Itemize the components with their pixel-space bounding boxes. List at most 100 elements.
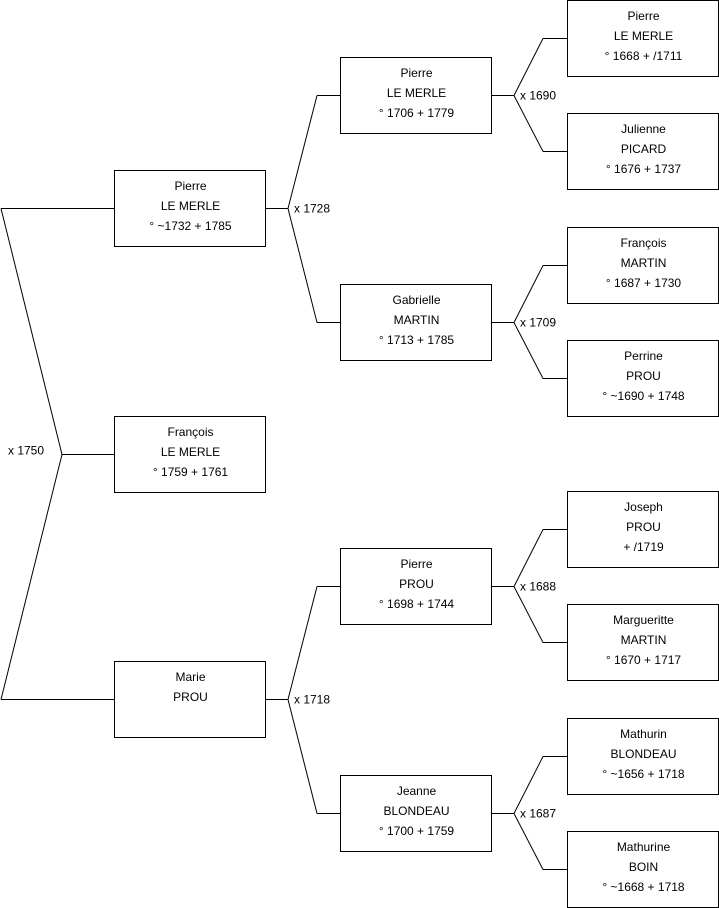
person-box-child: François LE MERLE ° 1759 + 1761 (114, 416, 266, 493)
person-box-frame (567, 718, 719, 795)
person-first-name: Joseph (624, 500, 663, 514)
person-first-name: Pierre (400, 557, 432, 571)
person-first-name: Julienne (621, 122, 666, 136)
person-boxes: Pierre LE MERLE ° 1668 + /1711JuliennePICA… (114, 0, 719, 908)
marriage-label: x 1728 (294, 202, 330, 216)
person-first-name: Mathurin (620, 727, 667, 741)
connector-lower-diagonal (513, 586, 544, 643)
person-dates: ° 1759 + 1761 (153, 465, 229, 479)
person-last-name: PROU (626, 520, 661, 534)
connector-root (0, 208, 114, 700)
person-box-frame (567, 113, 719, 190)
person-dates: ° 1713 + 1785 (379, 333, 455, 347)
connector-1 (491, 38, 567, 152)
person-last-name: BOIN (629, 860, 658, 874)
person-last-name: LE MERLE (161, 199, 220, 213)
person-box-frame (340, 775, 492, 852)
person-first-name: Mathurine (617, 840, 671, 854)
person-box-p1: Pierre LE MERLE ° 1668 + /1711 (567, 0, 719, 77)
person-first-name: Pierre (627, 9, 659, 23)
connector-2 (491, 265, 567, 379)
connector-lower-diagonal (287, 208, 318, 323)
connector-upper-diagonal (513, 38, 544, 96)
marriage-label: x 1690 (520, 89, 556, 103)
person-first-name: François (620, 236, 666, 250)
marriage-label: x 1688 (520, 580, 556, 594)
person-last-name: LE MERLE (614, 29, 673, 43)
person-box-frame (567, 340, 719, 417)
person-last-name: BLONDEAU (383, 804, 449, 818)
person-box-frame (114, 661, 266, 738)
person-dates: + /1719 (623, 540, 664, 554)
connector-upper-diagonal (0, 208, 63, 455)
person-box-frame (340, 548, 492, 625)
person-last-name: LE MERLE (161, 445, 220, 459)
connector-lower-diagonal (513, 95, 544, 152)
person-last-name: MARTIN (621, 256, 667, 270)
person-box-frame (340, 57, 492, 134)
person-dates: ° ~1668 + 1718 (602, 880, 685, 894)
connector-5 (265, 95, 340, 323)
person-last-name: MARTIN (394, 313, 440, 327)
connector-lower-diagonal (513, 322, 544, 379)
person-first-name: Margueritte (613, 613, 674, 627)
person-dates: ° 1676 + 1737 (606, 162, 682, 176)
person-first-name: Perrine (624, 349, 663, 363)
person-box-frame (567, 0, 719, 77)
person-last-name: BLONDEAU (610, 747, 676, 761)
marriage-label: x 1687 (520, 807, 556, 821)
person-box-frame (567, 227, 719, 304)
person-last-name: MARTIN (621, 633, 667, 647)
connector-lower-diagonal (513, 813, 544, 870)
marriage-label: x 1750 (8, 444, 44, 458)
person-first-name: Marie (175, 670, 205, 684)
person-box-f1: Pierre LE MERLE ° ~1732 + 1785 (114, 170, 266, 247)
person-box-frame (340, 284, 492, 361)
connector-upper-diagonal (513, 265, 544, 323)
person-last-name: PROU (399, 577, 434, 591)
connector-upper-diagonal (287, 95, 318, 209)
person-first-name: Jeanne (397, 784, 437, 798)
person-dates: ° ~1690 + 1748 (602, 389, 685, 403)
person-dates: ° 1706 + 1779 (379, 106, 455, 120)
person-dates: ° ~1732 + 1785 (149, 219, 232, 233)
connector-upper-diagonal (513, 756, 544, 814)
person-box-frame (567, 831, 719, 908)
connector-4 (491, 756, 567, 870)
person-first-name: François (167, 425, 213, 439)
person-last-name: PROU (626, 369, 661, 383)
connector-lines (0, 38, 567, 870)
person-dates: ° 1668 + /1711 (605, 49, 683, 63)
person-first-name: Pierre (174, 179, 206, 193)
marriage-label: x 1709 (520, 316, 556, 330)
person-dates: ° 1700 + 1759 (379, 824, 455, 838)
person-last-name: LE MERLE (387, 86, 446, 100)
person-last-name: PROU (173, 690, 208, 704)
connector-lower-diagonal (287, 699, 318, 814)
person-dates: ° 1670 + 1717 (606, 653, 682, 667)
connector-3 (491, 529, 567, 643)
person-box-frame (114, 416, 266, 493)
person-last-name: PICARD (621, 142, 667, 156)
connector-upper-diagonal (513, 529, 544, 587)
person-first-name: Gabrielle (392, 293, 440, 307)
connector-6 (265, 586, 340, 814)
person-dates: ° ~1656 + 1718 (602, 767, 685, 781)
person-box-frame (114, 170, 266, 247)
person-box-frame (567, 491, 719, 568)
person-dates: ° 1687 + 1730 (606, 276, 682, 290)
marriage-label: x 1718 (294, 693, 330, 707)
